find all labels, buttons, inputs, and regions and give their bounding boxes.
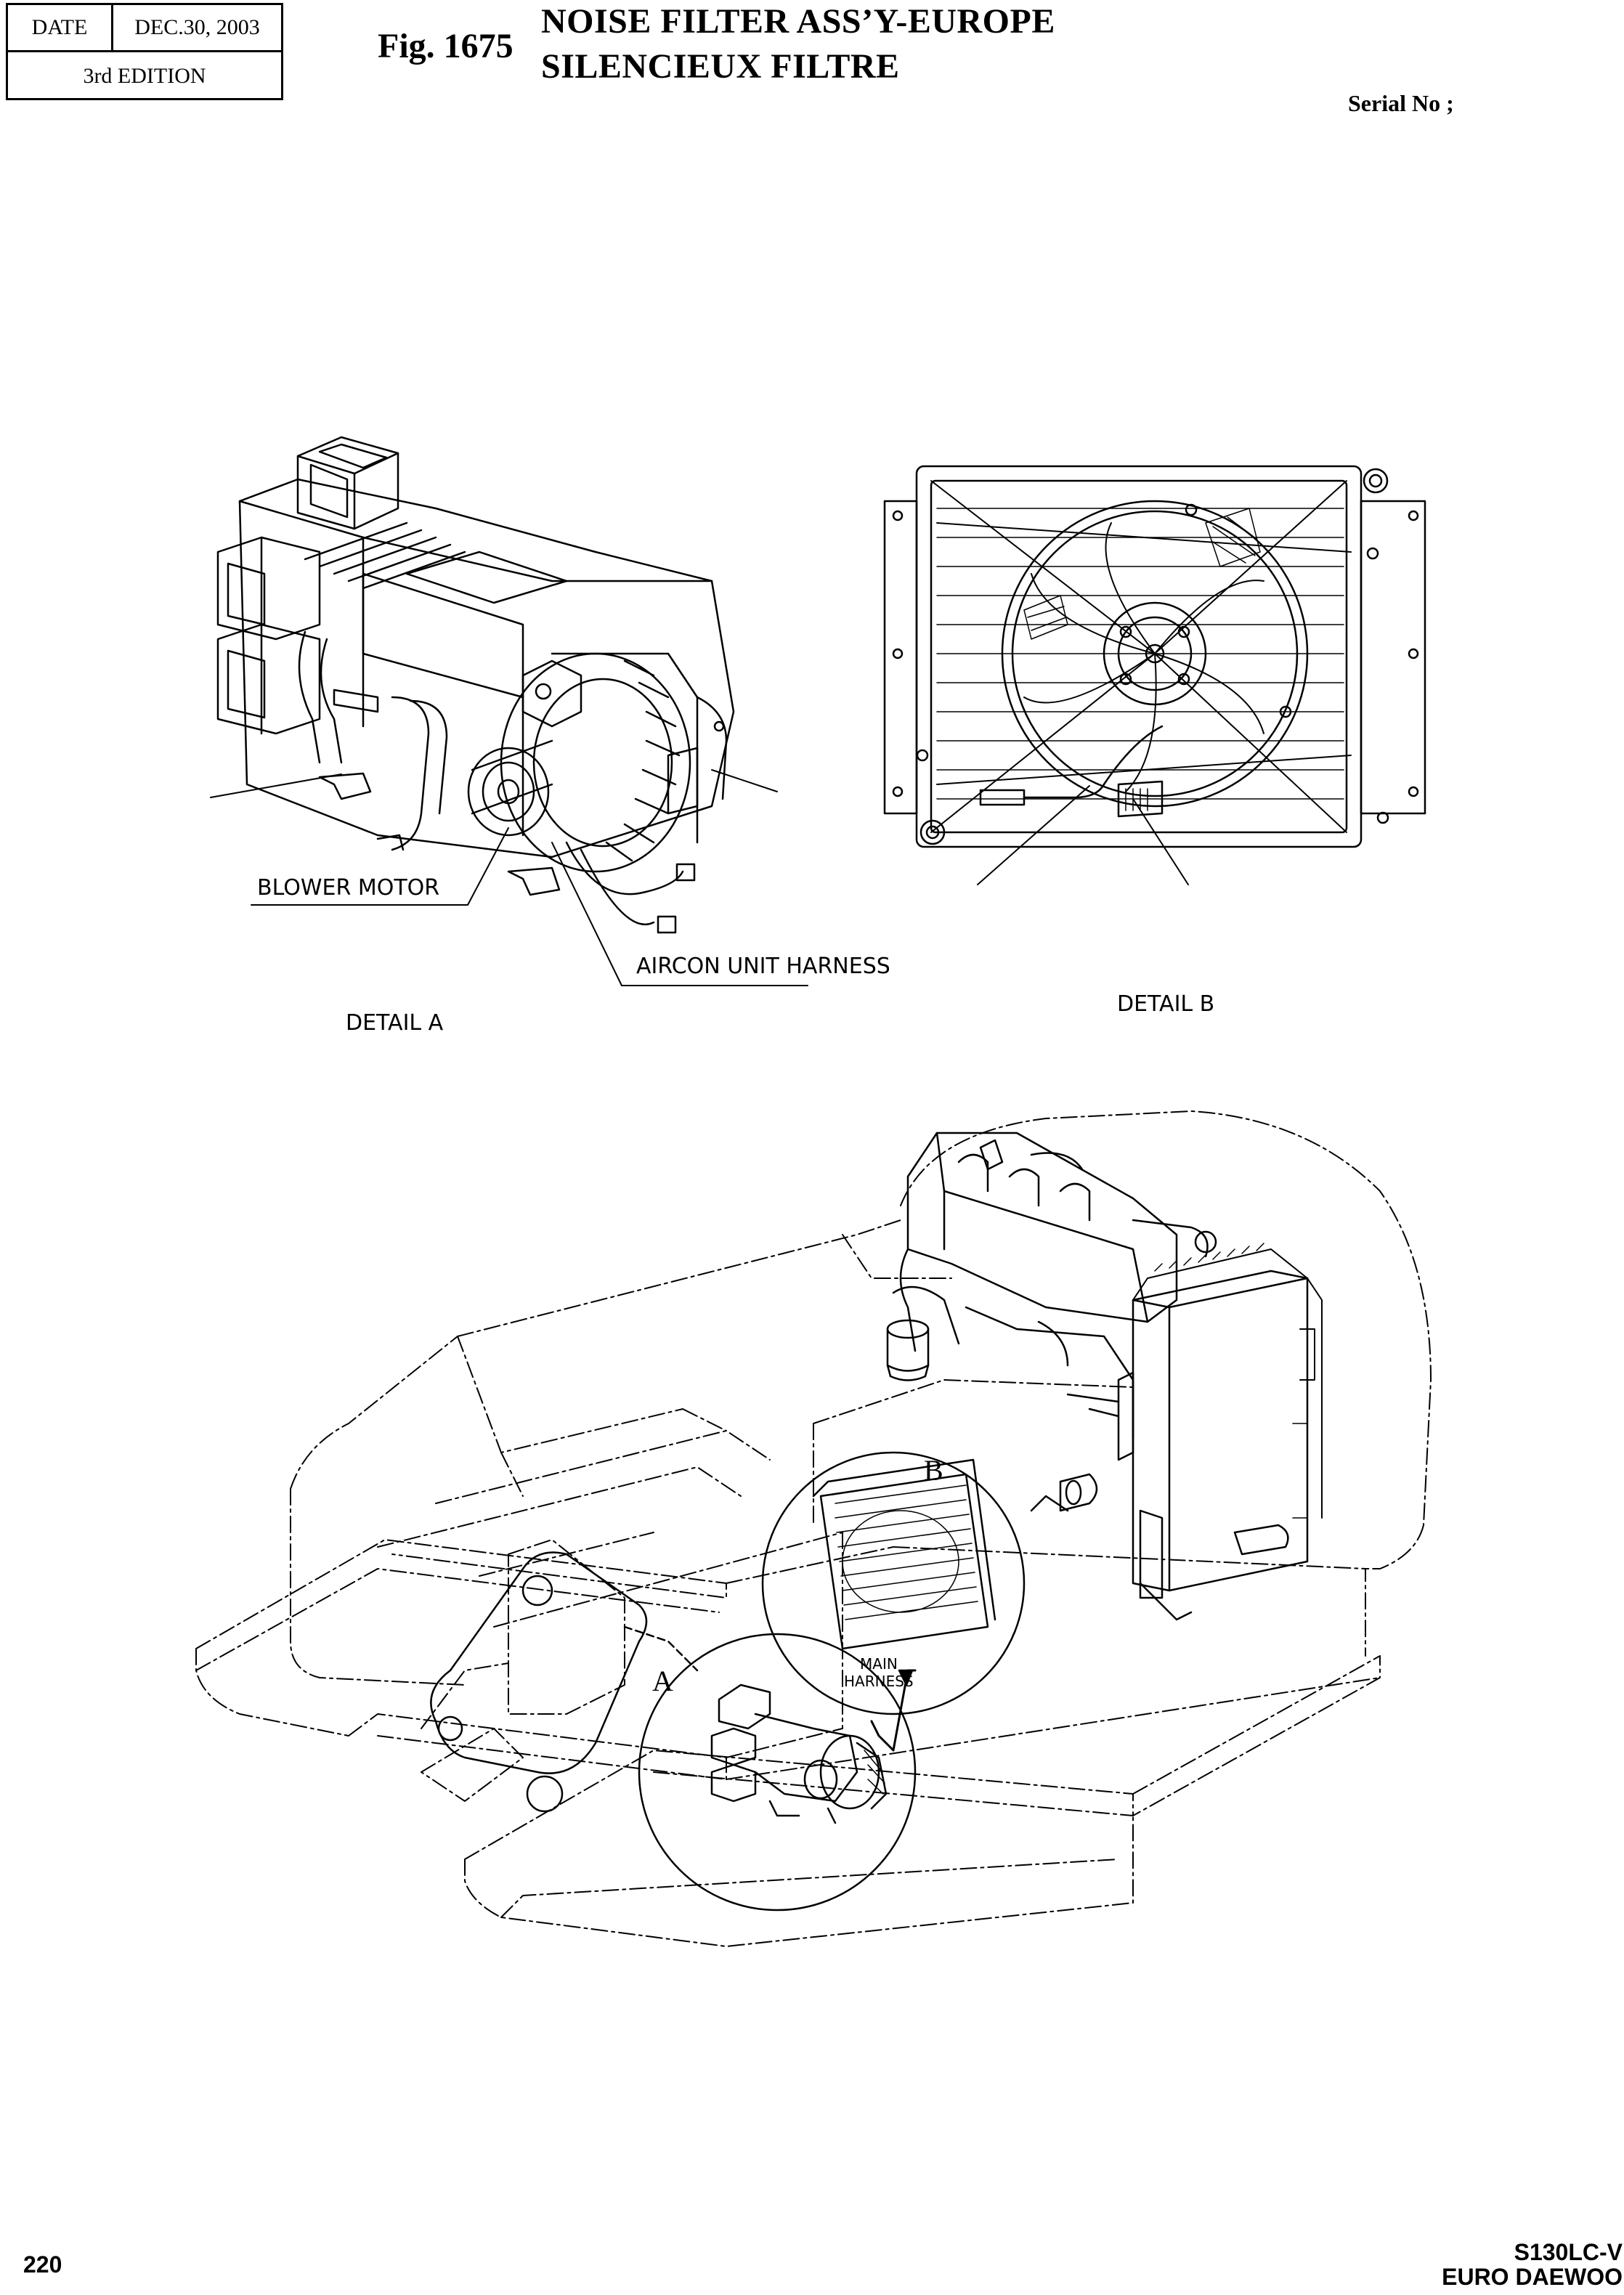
overview-components bbox=[430, 1132, 1323, 1912]
header-info-box: DATE DEC.30, 2003 3rd EDITION bbox=[6, 3, 283, 100]
page-number: 220 bbox=[23, 2251, 62, 2278]
edition-label: 3rd EDITION bbox=[83, 64, 206, 88]
date-row: DATE DEC.30, 2003 bbox=[8, 5, 281, 52]
overview-machine-frame bbox=[195, 1110, 1432, 1947]
callout-blower-motor: BLOWER MOTOR bbox=[257, 875, 439, 901]
page-title: NOISE FILTER ASS’Y-EUROPE bbox=[541, 2, 1055, 41]
figure-number: Fig. 1675 bbox=[378, 27, 513, 65]
marker-a: A bbox=[652, 1665, 673, 1697]
detail-a-caption: DETAIL A bbox=[346, 1010, 444, 1036]
main-harness-label-line1: MAIN bbox=[860, 1655, 898, 1673]
detail-b-fan-radiator bbox=[883, 465, 1426, 885]
date-label: DATE bbox=[8, 5, 113, 50]
callout-aircon-unit-harness: AIRCON UNIT HARNESS bbox=[636, 954, 890, 979]
detail-b-caption: DETAIL B bbox=[1117, 991, 1214, 1017]
date-value: DEC.30, 2003 bbox=[134, 15, 260, 39]
maker-name: EURO DAEWOO bbox=[1442, 2264, 1623, 2290]
marker-b: B bbox=[924, 1454, 943, 1487]
model-info: S130LC-V EURO DAEWOO bbox=[1442, 2240, 1623, 2289]
main-harness-label-line2: HARNESS bbox=[844, 1673, 914, 1690]
page-subtitle: SILENCIEUX FILTRE bbox=[541, 47, 900, 86]
serial-number-label: Serial No ; bbox=[1348, 90, 1454, 116]
model-name: S130LC-V bbox=[1514, 2239, 1623, 2265]
detail-a-aircon-unit bbox=[210, 436, 808, 986]
